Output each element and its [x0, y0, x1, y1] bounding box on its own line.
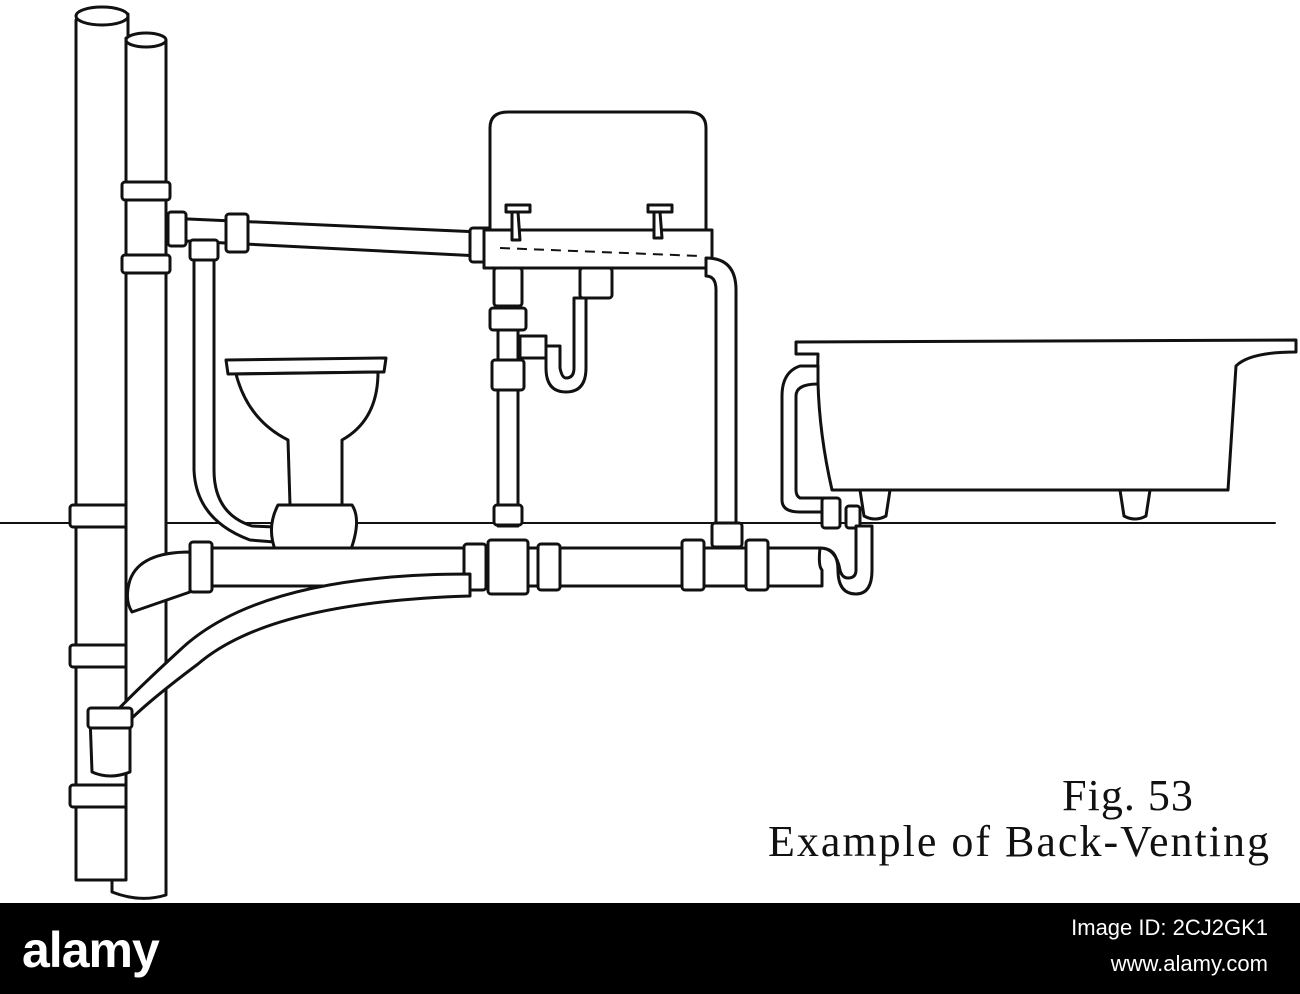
sweep-bend [86, 550, 472, 778]
site-url-label: www.alamy.com [1110, 951, 1268, 976]
plumbing-diagram: Fig. 53 Example of Back-Venting [0, 5, 1298, 900]
diagram-drawing [0, 5, 1298, 900]
branch-drain [188, 524, 874, 596]
figure-title: Example of Back-Venting [768, 817, 1271, 866]
water-closet [224, 356, 388, 554]
lavatory-supply-pipe [704, 256, 744, 549]
closet-vent-pipe [188, 238, 302, 546]
alamy-logo: alamy [22, 922, 160, 978]
image-id-label: Image ID: 2CJ2GK1 [1071, 915, 1268, 940]
lavatory-trap [488, 266, 614, 528]
figure-number: Fig. 53 [1062, 771, 1194, 820]
lavatory [482, 110, 714, 270]
soil-stack [68, 5, 136, 882]
bathtub [780, 338, 1298, 530]
stock-footer-bar: alamy Image ID: 2CJ2GK1 www.alamy.com [0, 903, 1300, 994]
back-vent-line [164, 210, 494, 264]
